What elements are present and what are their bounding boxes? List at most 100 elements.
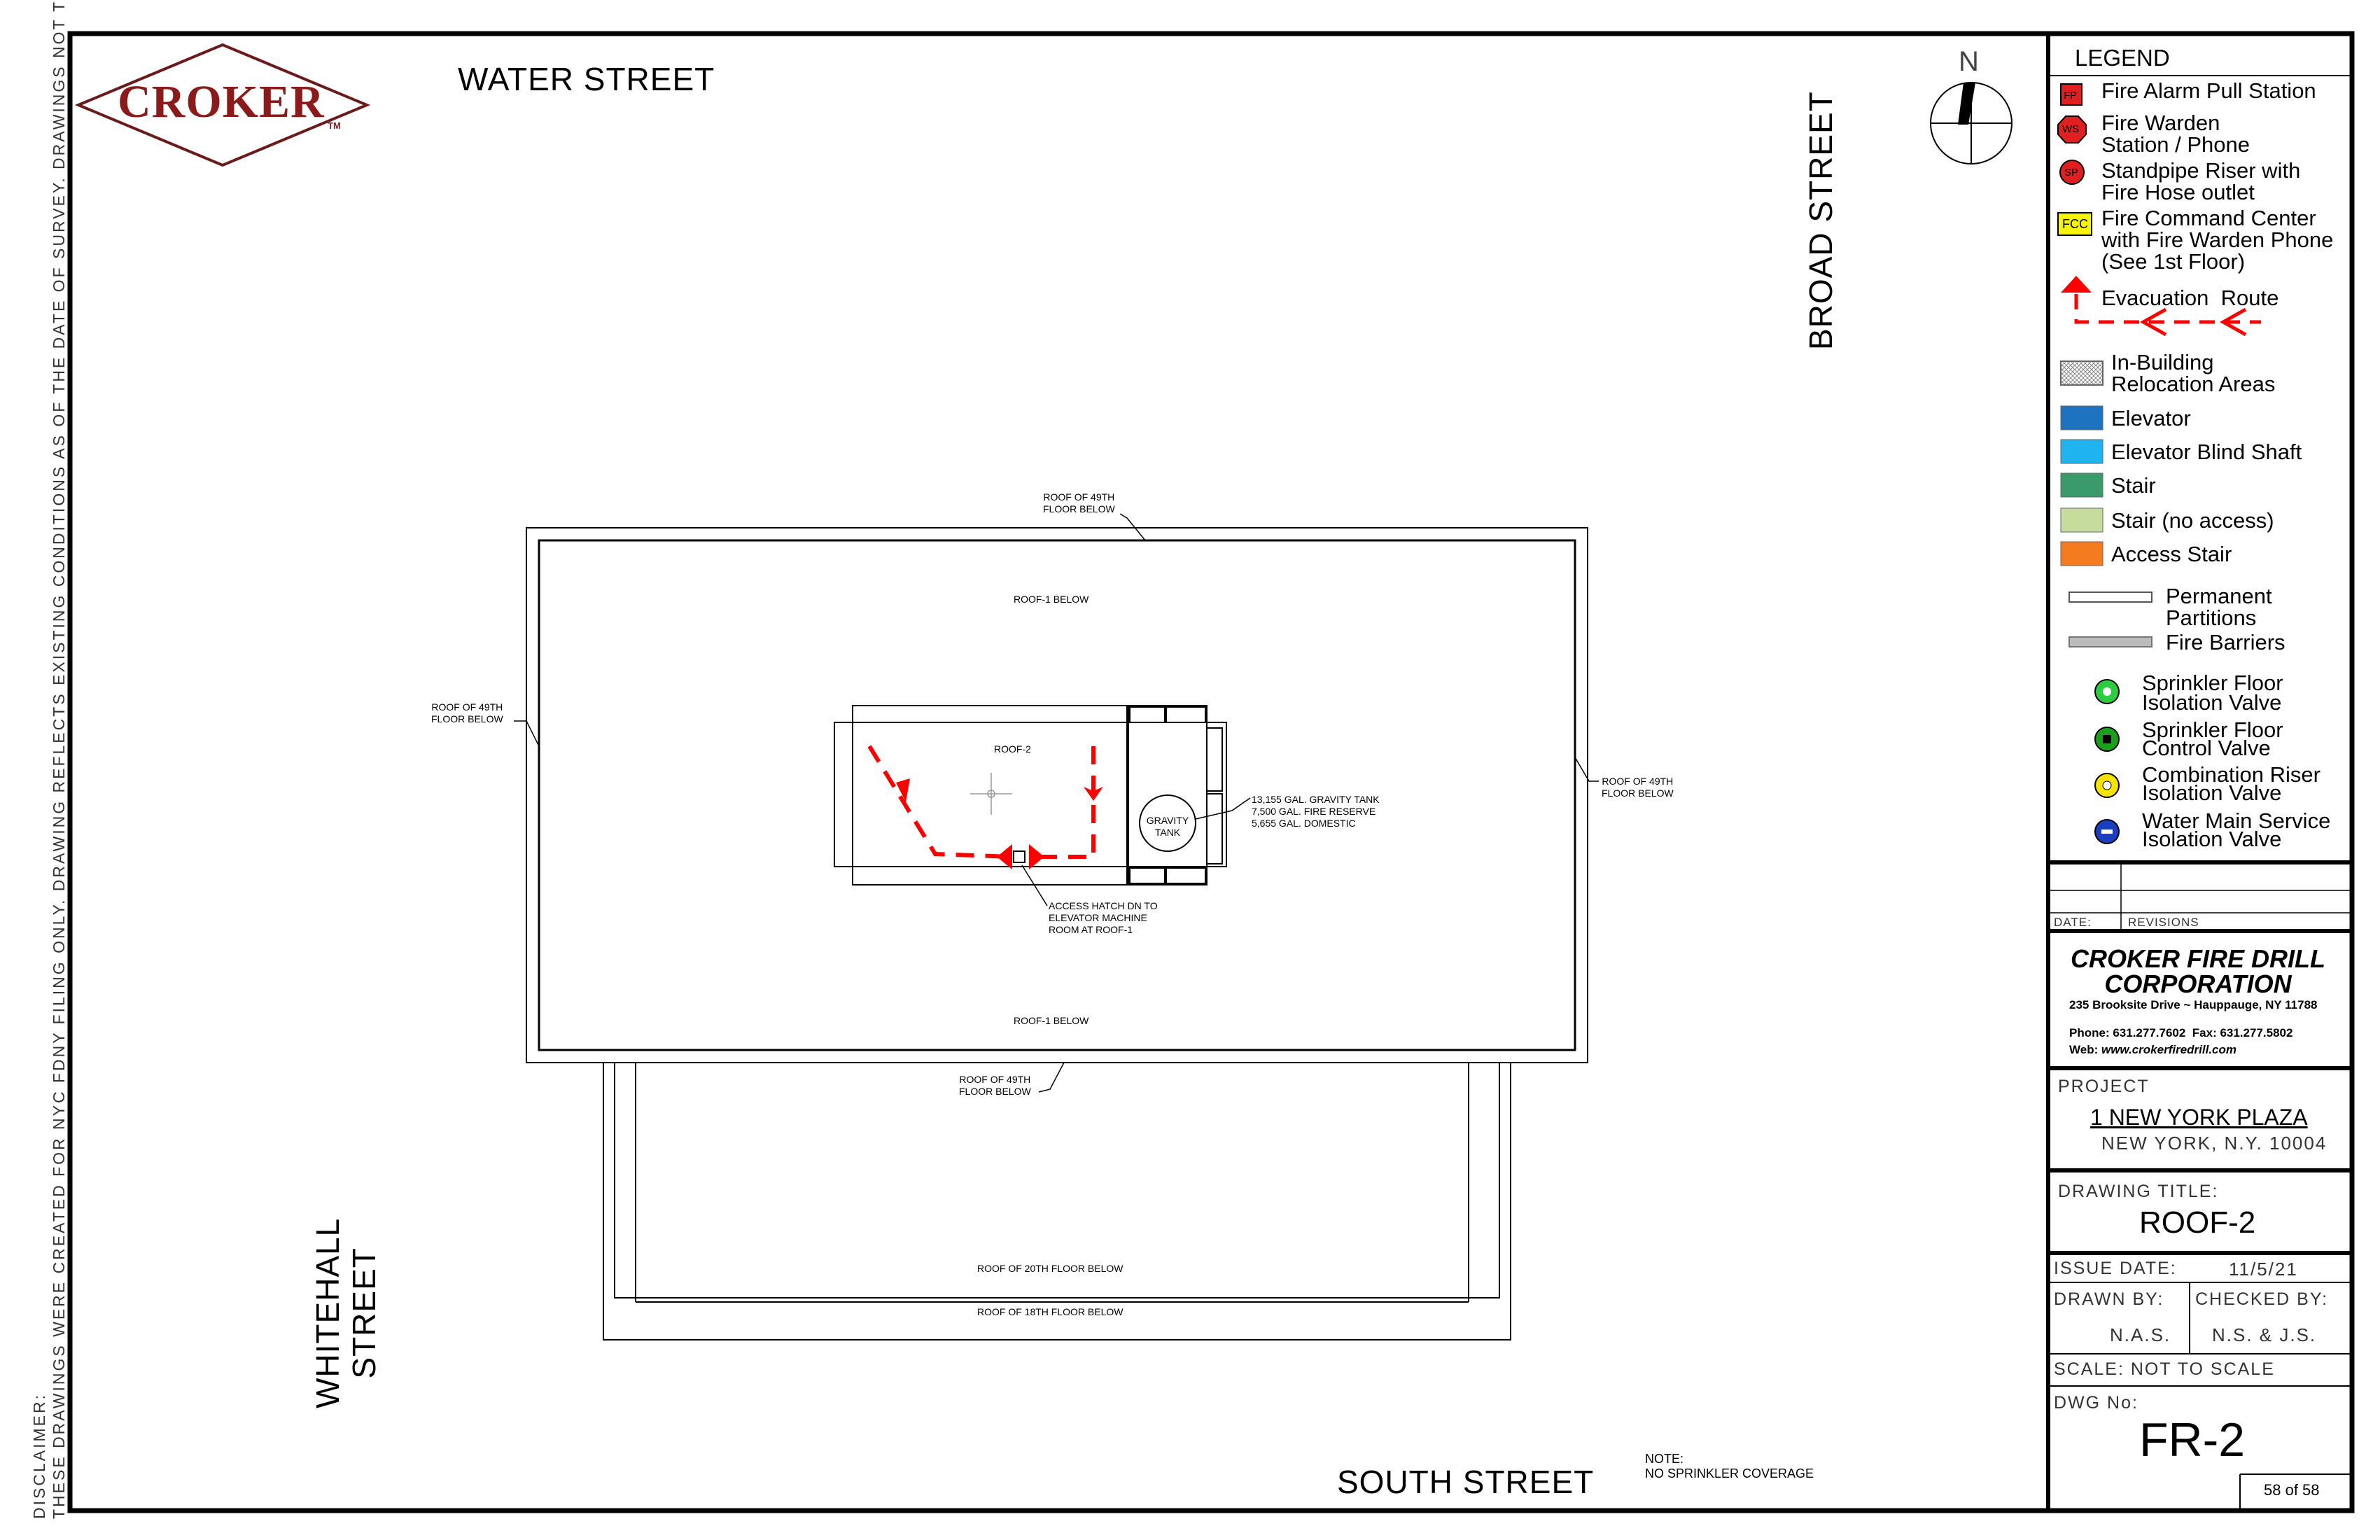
elevator-swatch (2060, 405, 2104, 430)
label-hatch-note: ACCESS HATCH DN TO ELEVATOR MACHINE ROOM… (1049, 900, 1158, 936)
tb-project-label: PROJECT (2058, 1077, 2150, 1096)
legend-sfcv-text: Sprinkler Floor Control Valve (2142, 719, 2283, 760)
legend-criv-line1: Combination Riser (2142, 762, 2320, 787)
partition-swatch (2068, 592, 2152, 603)
tb-drawn-by: N.A.S. (2110, 1324, 2171, 1345)
logo-text: CROKER (118, 76, 325, 127)
legend-blind-shaft-text: Elevator Blind Shaft (2111, 440, 2302, 464)
vent-box-top-2 (1166, 706, 1206, 723)
legend-relocation-line1: In-Building (2111, 350, 2214, 374)
label-roof18: ROOF OF 18TH FLOOR BELOW (977, 1306, 1124, 1317)
legend-wmsv-line2: Isolation Valve (2142, 827, 2282, 851)
legend-relocation-line2: Relocation Areas (2111, 372, 2276, 396)
label-gravity-tank: GRAVITY TANK (1142, 815, 1193, 839)
label-tank-note-line2: 7,500 GAL. FIRE RESERVE (1252, 806, 1376, 817)
crosshair-marker (970, 773, 1012, 815)
tb-dwg-no: FR-2 (2139, 1413, 2246, 1466)
legend-sfcv-line2: Control Valve (2142, 736, 2271, 760)
legend-ws-line2: Station / Phone (2101, 132, 2250, 157)
vent-box-bottom-2 (1166, 867, 1206, 884)
ws-icon-label: WS (2062, 123, 2080, 135)
vent-box-bottom-1 (1129, 867, 1166, 884)
evac-legend-chevron-1 (2139, 307, 2167, 337)
building-plan (514, 513, 1599, 1340)
street-whitehall-line2: STREET (346, 1247, 382, 1379)
gravity-tank (1139, 794, 1196, 852)
label-roof49-left-line1: ROOF OF 49TH (431, 701, 503, 713)
legend-stair-no-access-text: Stair (no access) (2111, 508, 2274, 533)
leader-roof49-left (514, 720, 540, 747)
tb-dwg-no-label: DWG No: (2054, 1393, 2138, 1413)
vent-box-top-1 (1129, 706, 1166, 723)
label-roof20: ROOF OF 20TH FLOOR BELOW (977, 1263, 1124, 1274)
tb-address: 235 Brooksite Drive ~ Hauppauge, NY 1178… (2069, 998, 2318, 1011)
barrier-swatch (2068, 636, 2152, 648)
label-hatch-note-line1: ACCESS HATCH DN TO (1049, 900, 1158, 911)
legend-wmsv-line1: Water Main Service (2142, 808, 2331, 833)
leader-roof49-top (1119, 513, 1146, 541)
tb-revisions-label: REVISIONS (2128, 916, 2199, 929)
legend-sp-line2: Fire Hose outlet (2101, 180, 2255, 204)
legend-partitions-text: Permanent Partitions (2166, 585, 2272, 629)
compass-north-label: N (1959, 46, 1979, 77)
logo-tm: TM (328, 120, 341, 131)
legend-title: LEGEND (2075, 45, 2170, 71)
label-roof49-bottom-line2: FLOOR BELOW (959, 1086, 1031, 1097)
tb-company-line2: CORPORATION (2104, 969, 2292, 998)
legend-sfiv-line2: Isolation Valve (2142, 690, 2282, 715)
tb-scale: SCALE: NOT TO SCALE (2054, 1359, 2275, 1379)
label-tank-note-line3: 5,655 GAL. DOMESTIC (1252, 818, 1356, 829)
leader-roof49-bottom (1038, 1062, 1065, 1093)
legend-relocation-text: In-Building Relocation Areas (2111, 351, 2275, 395)
ws-icon-box (2057, 115, 2087, 144)
fcc-icon-box (2057, 212, 2092, 236)
tb-project-name: 1 NEW YORK PLAZA (2090, 1105, 2308, 1130)
tb-company: CROKER FIRE DRILL CORPORATION (2058, 946, 2338, 997)
street-south: SOUTH STREET (1337, 1464, 1595, 1500)
note-title: NOTE: (1645, 1452, 1684, 1466)
evac-legend-arrowhead (2061, 276, 2092, 293)
label-roof49-bottom-line1: ROOF OF 49TH (959, 1074, 1031, 1085)
legend-criv-line2: Isolation Valve (2142, 780, 2282, 805)
evac-legend-chevron-2 (2219, 307, 2247, 337)
stair-no-access-swatch (2060, 507, 2104, 533)
label-roof49-right-line2: FLOOR BELOW (1602, 788, 1674, 799)
tb-date-label: DATE: (2054, 916, 2092, 929)
title-block-lines (2048, 75, 2352, 1511)
legend-barriers-text: Fire Barriers (2166, 630, 2286, 654)
legend-elevator-text: Elevator (2111, 406, 2191, 430)
leader-hatch (1021, 864, 1048, 906)
tb-issue-date-label: ISSUE DATE: (2054, 1259, 2177, 1278)
tb-project-city: NEW YORK, N.Y. 10004 (2101, 1133, 2328, 1154)
legend-sp-text: Standpipe Riser with Fire Hose outlet (2101, 160, 2300, 203)
tb-checked-by: N.S. & J.S. (2212, 1324, 2317, 1345)
label-gravity-tank-line2: TANK (1154, 827, 1181, 838)
fp-icon-label: FP (2064, 90, 2078, 102)
legend-fcc-line1: Fire Command Center (2101, 206, 2316, 230)
note-block: NOTE: NO SPRINKLER COVERAGE (1645, 1452, 1814, 1481)
label-roof49-left: ROOF OF 49TH FLOOR BELOW (431, 701, 503, 725)
legend-fp-text: Fire Alarm Pull Station (2101, 78, 2316, 103)
street-broad: BROAD STREET (1802, 91, 1839, 350)
sp-icon-box (2059, 160, 2085, 185)
label-roof49-top-line2: FLOOR BELOW (1043, 503, 1115, 514)
tb-web-link[interactable]: www.crokerfiredrill.com (2101, 1043, 2237, 1056)
access-stair-swatch (2060, 541, 2104, 566)
vent-box-right-1 (1206, 727, 1223, 792)
label-roof1-top: ROOF-1 BELOW (1014, 594, 1089, 605)
roof-18-outline (614, 1062, 1500, 1298)
label-hatch-note-line2: ELEVATOR MACHINE (1049, 912, 1147, 923)
label-roof49-left-line2: FLOOR BELOW (431, 713, 503, 724)
legend-sfiv-line1: Sprinkler Floor (2142, 671, 2283, 695)
note-text: NO SPRINKLER COVERAGE (1645, 1466, 1814, 1480)
leader-roof49-right (1574, 757, 1599, 782)
outer-border (67, 31, 2355, 1513)
tb-issue-date: 11/5/21 (2229, 1259, 2298, 1280)
label-roof1-bottom: ROOF-1 BELOW (1014, 1015, 1089, 1026)
croker-logo (74, 43, 371, 167)
street-whitehall: WHITEHALL STREET (309, 1218, 382, 1408)
north-arrow (1930, 82, 2012, 164)
stair-swatch (2060, 472, 2104, 498)
label-roof2: ROOF-2 (994, 743, 1031, 755)
